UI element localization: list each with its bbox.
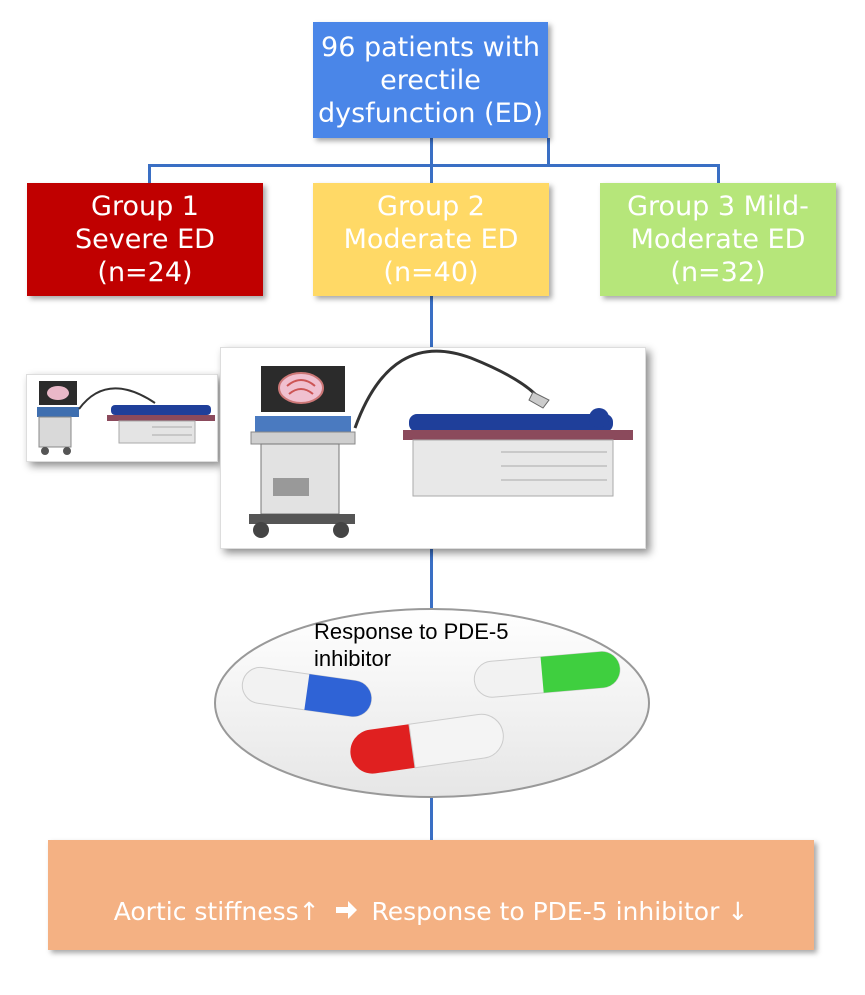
group-1-text: Group 1 Severe ED (n=24): [75, 191, 215, 288]
top-patients-box: 96 patients with erectile dysfunction (E…: [313, 22, 548, 138]
aortic-stiffness-label: Aortic stiffness: [113, 897, 299, 926]
connector-top: [430, 138, 433, 166]
group-2-box: Group 2 Moderate ED (n=40): [313, 183, 549, 296]
group-3-text: Group 3 Mild- Moderate ED (n=32): [627, 191, 809, 288]
connector-topbox-right: [547, 138, 550, 166]
right-arrow-icon: [334, 862, 358, 928]
top-patients-text: 96 patients with erectile dysfunction (E…: [318, 31, 543, 129]
connector-to-image: [430, 296, 433, 348]
ultrasound-machine-small-icon: [37, 381, 215, 455]
ultrasound-image-large: [220, 347, 646, 549]
response-label: Response to PDE-5 inhibitor: [371, 897, 720, 926]
down-arrow-icon: ↓: [727, 897, 749, 926]
connector-horizontal: [148, 164, 720, 167]
oval-label: Response to PDE-5 inhibitor: [314, 619, 509, 671]
connector-to-oval: [430, 548, 433, 608]
connector-group1: [148, 164, 151, 184]
conclusion-box: Aortic stiffness↑ Response to PDE-5 inhi…: [48, 840, 814, 950]
group-1-box: Group 1 Severe ED (n=24): [27, 183, 263, 296]
group-3-box: Group 3 Mild- Moderate ED (n=32): [600, 183, 836, 296]
pills-icon: [214, 608, 650, 798]
connector-to-bottom: [430, 798, 433, 840]
ultrasound-machine-large-icon: [249, 349, 633, 538]
group-2-text: Group 2 Moderate ED (n=40): [343, 191, 519, 288]
up-arrow-icon: ↑: [298, 897, 320, 926]
ultrasound-image-small: [26, 374, 218, 462]
connector-group2: [430, 164, 433, 184]
connector-group3: [717, 164, 720, 184]
pde5-oval: Response to PDE-5 inhibitor: [212, 606, 652, 800]
conclusion-text: Aortic stiffness↑ Response to PDE-5 inhi…: [114, 862, 749, 928]
